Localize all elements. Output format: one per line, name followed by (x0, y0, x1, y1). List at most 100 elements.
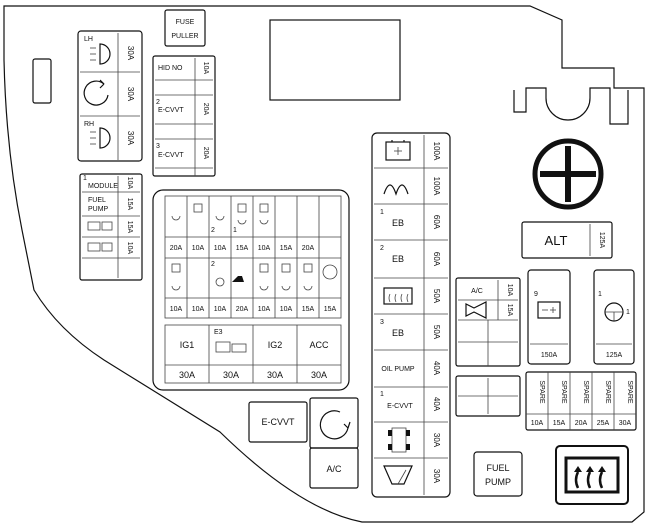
eb1-label: EB (392, 218, 404, 228)
mini-r2-c8-amp: 15A (324, 306, 337, 313)
module-fuel-panel (79, 173, 143, 281)
eb1-num: 1 (380, 209, 384, 216)
e-cvvt-1-num: 1 (380, 391, 384, 398)
spare-1-amp: 10A (531, 420, 544, 427)
wiper-relay-2-icon (319, 410, 351, 440)
e-cvvt-3-amp: 20A (202, 147, 209, 160)
oil-pump-amp: 40A (432, 361, 441, 376)
ac-fuse-label: A/C (471, 288, 483, 295)
spare-2-label: SPARE (560, 380, 567, 404)
ac-relay (309, 447, 359, 489)
headlamp-relay-panel (77, 30, 143, 162)
module-label: MODULE (88, 183, 118, 190)
rear-defrost-amp: 50A (432, 289, 441, 304)
eb2-label: EB (392, 254, 404, 264)
steering-125-num-b: 1 (626, 309, 630, 316)
alt-fuse (521, 221, 613, 259)
wiper-relay-icon (83, 79, 109, 106)
module-amp: 10A (126, 177, 133, 190)
spare-2-amp: 15A (553, 420, 566, 427)
hid-no-label: HID NO (158, 65, 183, 72)
e-cvvt-3-label: E-CVVT (158, 152, 184, 159)
mini-r2-c5-amp: 10A (258, 306, 271, 313)
glow-plug-icon (383, 184, 409, 196)
battery-150-icon (537, 301, 561, 319)
steering-125-amp: 125A (606, 352, 623, 359)
left-slot (32, 58, 52, 104)
windshield-wiper-amp: 30A (432, 469, 441, 484)
rear-defroster-relay (555, 445, 629, 505)
fuel-pump-label-2: PUMP (88, 206, 109, 213)
mini-r2-c6-amp: 10A (280, 306, 293, 313)
spare-5-label: SPARE (626, 380, 633, 404)
spare-1-label: SPARE (538, 380, 545, 404)
mini-r1-c2-amp: 10A (192, 245, 205, 252)
mini-r1-c5-amp: 10A (258, 245, 271, 252)
mini-r2-num2: 2 (211, 261, 215, 268)
eb3-amp: 50A (432, 325, 441, 340)
e-cvvt-2-amp: 20A (202, 103, 209, 116)
top-center-block (269, 19, 401, 101)
4wd-amp: 30A (432, 433, 441, 448)
ac-relay-label: A/C (326, 464, 342, 474)
e-cvvt-3-num: 3 (156, 143, 160, 150)
horn-icon (322, 264, 338, 280)
windshield-wiper-icon (383, 465, 413, 485)
horn-amp: 15A (506, 304, 513, 317)
spare-4-label: SPARE (604, 380, 611, 404)
acc-label: ACC (309, 340, 329, 350)
spare-5-amp: 30A (619, 420, 632, 427)
mini-r2-c2-amp: 10A (192, 306, 205, 313)
alt-amp: 125A (598, 232, 605, 249)
battery-150-fuse (527, 269, 571, 365)
headlamp-lh-amp: 30A (126, 46, 135, 61)
engine-ecu-icon-1 (87, 221, 113, 231)
mini-r1-num2: 2 (211, 227, 215, 234)
rear-defroster-relay-icon (564, 456, 620, 494)
blank-relay (455, 375, 521, 417)
alt-stud-ring (532, 138, 604, 210)
mini-r1-c1-amp: 20A (170, 245, 183, 252)
battery-150-num: 9 (534, 291, 538, 298)
engine-ecu-icon-2 (87, 242, 113, 252)
fuel-pump-relay-label-2: PUMP (485, 477, 511, 487)
e-cvvt-1-amp: 40A (432, 397, 441, 412)
mini-r2-c4-amp: 20A (236, 306, 249, 313)
headlamp-lh-icon (90, 43, 111, 65)
rear-defrost-icon (383, 287, 413, 305)
eb3-num: 3 (380, 319, 384, 326)
glow-plug-amp: 100A (432, 177, 441, 196)
eb1-amp: 60A (432, 215, 441, 230)
hid-no-amp: 10A (202, 62, 209, 75)
ig2-amp: 30A (267, 370, 283, 380)
battery-icon (385, 140, 411, 161)
spare-fuse-row (525, 371, 637, 431)
headlamp-rh-amp: 30A (126, 131, 135, 146)
mini-r1-c3-amp: 10A (214, 245, 227, 252)
ig2-label: IG2 (268, 340, 283, 350)
hid-cvvt-panel (152, 55, 216, 177)
e3-amp: 30A (223, 370, 239, 380)
battery-150-amp: 150A (541, 352, 558, 359)
headlamp-rh-icon (90, 127, 111, 149)
engine-ecu-1-amp: 15A (126, 221, 133, 234)
horn-icon-2 (465, 301, 487, 319)
oil-pump-label: OIL PUMP (381, 366, 415, 373)
e3-engine-icon (215, 341, 247, 353)
main-fuse-column (371, 132, 451, 498)
ac-fuse-amp: 10A (506, 284, 513, 297)
battery-amp: 100A (432, 142, 441, 161)
spare-4-amp: 25A (597, 420, 610, 427)
mini-r2-c1-amp: 10A (170, 306, 183, 313)
e-cvvt-2-label: E-CVVT (158, 107, 184, 114)
mini-r1-c4-amp: 15A (236, 245, 249, 252)
mini-r2-c7-amp: 15A (302, 306, 315, 313)
mini-r1-c7-amp: 20A (302, 245, 315, 252)
headlamp-lh-label: LH (84, 36, 93, 43)
mini-r1-icons (171, 203, 269, 225)
fuel-pump-label: FUEL (88, 197, 106, 204)
e-cvvt-2-num: 2 (156, 99, 160, 106)
e-cvvt-relay (248, 401, 308, 443)
headlamp-rh-label: RH (84, 121, 94, 128)
